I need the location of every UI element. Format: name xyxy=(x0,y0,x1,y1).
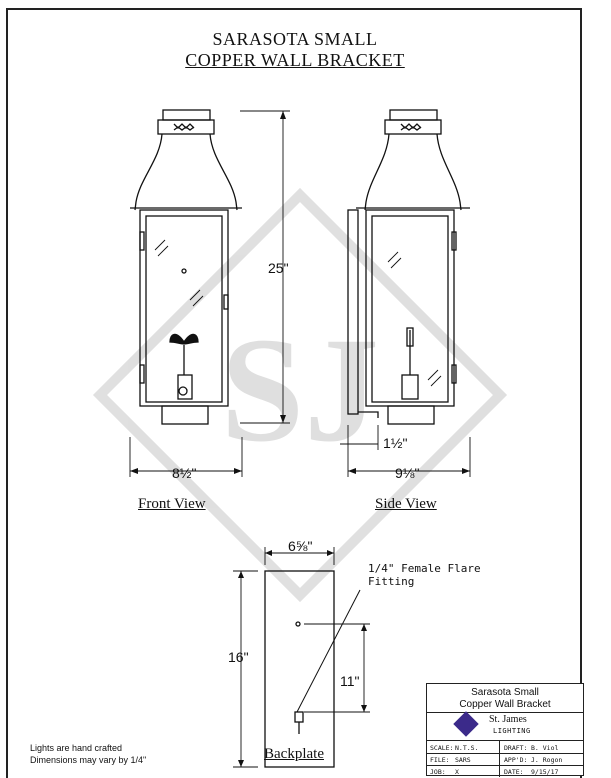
dim-fitting-height: 11" xyxy=(340,673,360,689)
dim-height: 25" xyxy=(268,260,289,276)
side-view-lantern xyxy=(347,109,470,425)
drawing-title-line1: SARASOTA SMALL xyxy=(212,29,378,49)
dim-backplate-height: 16" xyxy=(228,649,249,665)
st-james-logo-icon xyxy=(453,711,479,737)
tb-name-line1: Sarasota Small xyxy=(471,687,539,698)
dim-side-offset: 1½" xyxy=(383,435,408,451)
tb-date-label: DATE: xyxy=(504,768,524,776)
tb-name-line2: Copper Wall Bracket xyxy=(459,699,551,710)
tb-scale-value: N.T.S. xyxy=(455,744,479,752)
tb-file-value: SARS xyxy=(455,756,471,764)
page-border xyxy=(6,8,582,778)
brand-sub: LIGHTING xyxy=(493,727,531,735)
brand-name: St. James xyxy=(489,714,527,725)
dim-front-width: 8½" xyxy=(172,465,197,481)
dimension-arrows xyxy=(130,111,470,767)
fitting-callout-line2: Fitting xyxy=(368,575,415,588)
front-view-label: Front View xyxy=(138,496,206,512)
title-block: Sarasota Small Copper Wall Bracket St. J… xyxy=(426,683,584,777)
dim-side-depth: 9⅛" xyxy=(395,465,420,481)
tb-job-label: JOB: xyxy=(430,768,446,776)
dim-backplate-width: 6⅝" xyxy=(288,538,313,554)
tb-appd-value: J. Rogon xyxy=(531,756,563,764)
drawing-title-line2: COPPER WALL BRACKET xyxy=(185,50,405,70)
fitting-callout-line1: 1/4" Female Flare xyxy=(368,562,481,575)
dimension-lines xyxy=(129,110,471,768)
tb-appd-label: APP'D: xyxy=(504,756,528,764)
note-line2: Dimensions may vary by 1/4" xyxy=(30,755,147,765)
svg-text:SJ: SJ xyxy=(221,307,379,473)
note-line1: Lights are hand crafted xyxy=(30,743,123,753)
tb-job-value: X xyxy=(455,768,459,776)
tb-file-label: FILE: xyxy=(430,756,450,764)
side-view-label: Side View xyxy=(375,496,437,512)
tb-draft-value: B. Viol xyxy=(531,744,559,752)
backplate-drawing xyxy=(264,570,361,768)
tb-date-value: 9/15/17 xyxy=(531,768,559,776)
tb-scale-label: SCALE: xyxy=(430,744,454,752)
tb-draft-label: DRAFT: xyxy=(504,744,528,752)
watermark-logo: SJ xyxy=(92,187,508,603)
backplate-label: Backplate xyxy=(264,746,324,762)
front-view-lantern xyxy=(130,109,242,425)
